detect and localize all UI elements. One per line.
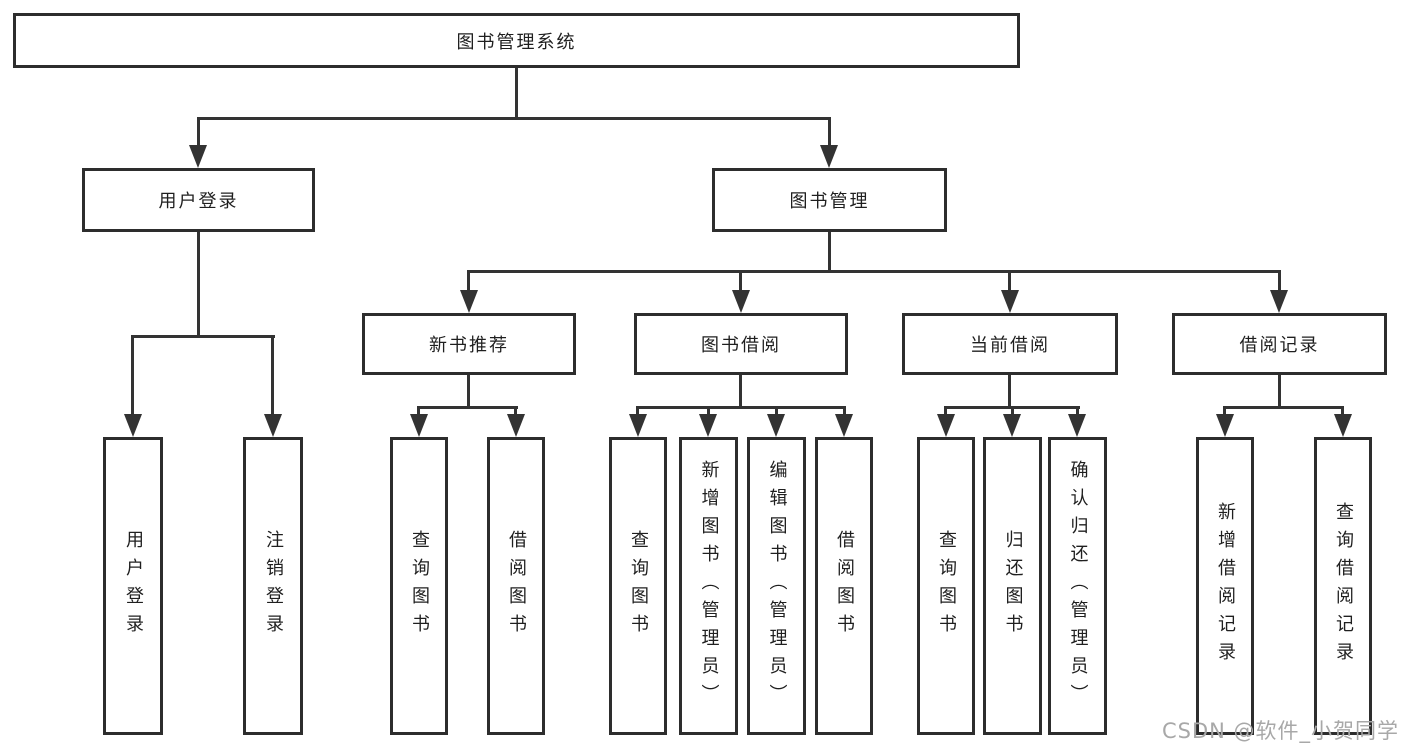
connector-line bbox=[417, 406, 420, 416]
connector-line bbox=[1278, 375, 1281, 409]
arrow-head bbox=[1001, 290, 1019, 313]
arrow-head bbox=[937, 414, 955, 437]
leaf-logout: 注销登录 bbox=[243, 437, 303, 735]
arrow-head bbox=[767, 414, 785, 437]
leaf-user-login: 用户登录 bbox=[103, 437, 163, 735]
leaf-borrow-borrow-books: 借阅图书 bbox=[815, 437, 873, 735]
leaf-label: 用户登录 bbox=[123, 530, 144, 642]
leaf-label: 查询借阅记录 bbox=[1333, 502, 1354, 670]
connector-line bbox=[271, 335, 274, 416]
leaf-records-query-record: 查询借阅记录 bbox=[1314, 437, 1372, 735]
leaf-label: 新增借阅记录 bbox=[1215, 502, 1236, 670]
arrow-head bbox=[124, 414, 142, 437]
leaf-label: 借阅图书 bbox=[834, 530, 855, 642]
connector-line bbox=[739, 375, 742, 409]
node-book-borrow: 图书借阅 bbox=[634, 313, 848, 375]
connector-line bbox=[514, 406, 517, 416]
leaf-label: 注销登录 bbox=[263, 530, 284, 642]
connector-line bbox=[739, 270, 742, 294]
connector-line bbox=[944, 406, 947, 416]
node-current-borrow: 当前借阅 bbox=[902, 313, 1118, 375]
arrow-head bbox=[410, 414, 428, 437]
node-new-book-recommend: 新书推荐 bbox=[362, 313, 576, 375]
node-label: 当前借阅 bbox=[970, 335, 1050, 356]
connector-line bbox=[197, 117, 200, 147]
arrow-head bbox=[629, 414, 647, 437]
connector-line bbox=[707, 406, 710, 416]
node-user-login: 用户登录 bbox=[82, 168, 315, 232]
node-library-system: 图书管理系统 bbox=[13, 13, 1020, 68]
leaf-label: 查询图书 bbox=[628, 530, 649, 642]
connector-line bbox=[636, 406, 846, 409]
connector-line bbox=[1223, 406, 1226, 416]
connector-line bbox=[828, 232, 831, 273]
leaf-label: 编辑图书（管理员） bbox=[766, 460, 788, 712]
watermark: CSDN @软件_小贺同学 bbox=[1162, 719, 1400, 743]
node-label: 新书推荐 bbox=[429, 335, 509, 356]
node-label: 图书管理系统 bbox=[456, 31, 577, 53]
node-label: 图书管理 bbox=[789, 191, 870, 212]
connector-line bbox=[775, 406, 778, 416]
connector-line bbox=[1008, 375, 1011, 409]
connector-line bbox=[636, 406, 639, 416]
connector-line bbox=[1008, 270, 1011, 294]
node-label: 用户登录 bbox=[158, 191, 239, 212]
leaf-label: 查询图书 bbox=[936, 530, 957, 642]
leaf-label: 确认归还（管理员） bbox=[1067, 460, 1089, 712]
arrow-head bbox=[835, 414, 853, 437]
connector-line bbox=[1011, 406, 1014, 416]
arrow-head bbox=[1270, 290, 1288, 313]
leaf-borrow-add-books-admin: 新增图书（管理员） bbox=[679, 437, 738, 735]
connector-line bbox=[131, 335, 134, 416]
connector-line bbox=[197, 232, 200, 337]
leaf-label: 归还图书 bbox=[1002, 530, 1024, 642]
arrow-head bbox=[820, 145, 838, 168]
connector-line bbox=[828, 117, 831, 147]
connector-line bbox=[467, 270, 1281, 273]
node-book-management: 图书管理 bbox=[712, 168, 947, 232]
connector-line bbox=[843, 406, 846, 416]
arrow-head bbox=[1003, 414, 1021, 437]
leaf-label: 借阅图书 bbox=[506, 530, 527, 642]
arrow-head bbox=[264, 414, 282, 437]
connector-line bbox=[1076, 406, 1079, 416]
leaf-current-query-books: 查询图书 bbox=[917, 437, 975, 735]
connector-line bbox=[467, 270, 470, 294]
leaf-records-add-record: 新增借阅记录 bbox=[1196, 437, 1254, 735]
connector-line bbox=[131, 335, 275, 338]
arrow-head bbox=[189, 145, 207, 168]
arrow-head bbox=[1334, 414, 1352, 437]
leaf-recommend-borrow-books: 借阅图书 bbox=[487, 437, 545, 735]
arrow-head bbox=[507, 414, 525, 437]
leaf-recommend-query-books: 查询图书 bbox=[390, 437, 448, 735]
arrow-head bbox=[460, 290, 478, 313]
arrow-head bbox=[732, 290, 750, 313]
node-label: 图书借阅 bbox=[701, 335, 781, 356]
arrow-head bbox=[699, 414, 717, 437]
connector-line bbox=[1223, 406, 1344, 409]
leaf-label: 查询图书 bbox=[409, 530, 430, 642]
connector-line bbox=[515, 68, 518, 118]
arrow-head bbox=[1068, 414, 1086, 437]
arrow-head bbox=[1216, 414, 1234, 437]
connector-line bbox=[197, 117, 831, 120]
node-borrow-records: 借阅记录 bbox=[1172, 313, 1387, 375]
connector-line bbox=[1278, 270, 1281, 294]
leaf-borrow-edit-books-admin: 编辑图书（管理员） bbox=[747, 437, 806, 735]
connector-line bbox=[1341, 406, 1344, 416]
leaf-current-return-books: 归还图书 bbox=[983, 437, 1042, 735]
leaf-label: 新增图书（管理员） bbox=[698, 460, 720, 712]
connector-line bbox=[467, 375, 470, 409]
node-label: 借阅记录 bbox=[1239, 335, 1320, 356]
connector-line bbox=[417, 406, 518, 409]
leaf-current-confirm-return-admin: 确认归还（管理员） bbox=[1048, 437, 1107, 735]
leaf-borrow-query-books: 查询图书 bbox=[609, 437, 667, 735]
